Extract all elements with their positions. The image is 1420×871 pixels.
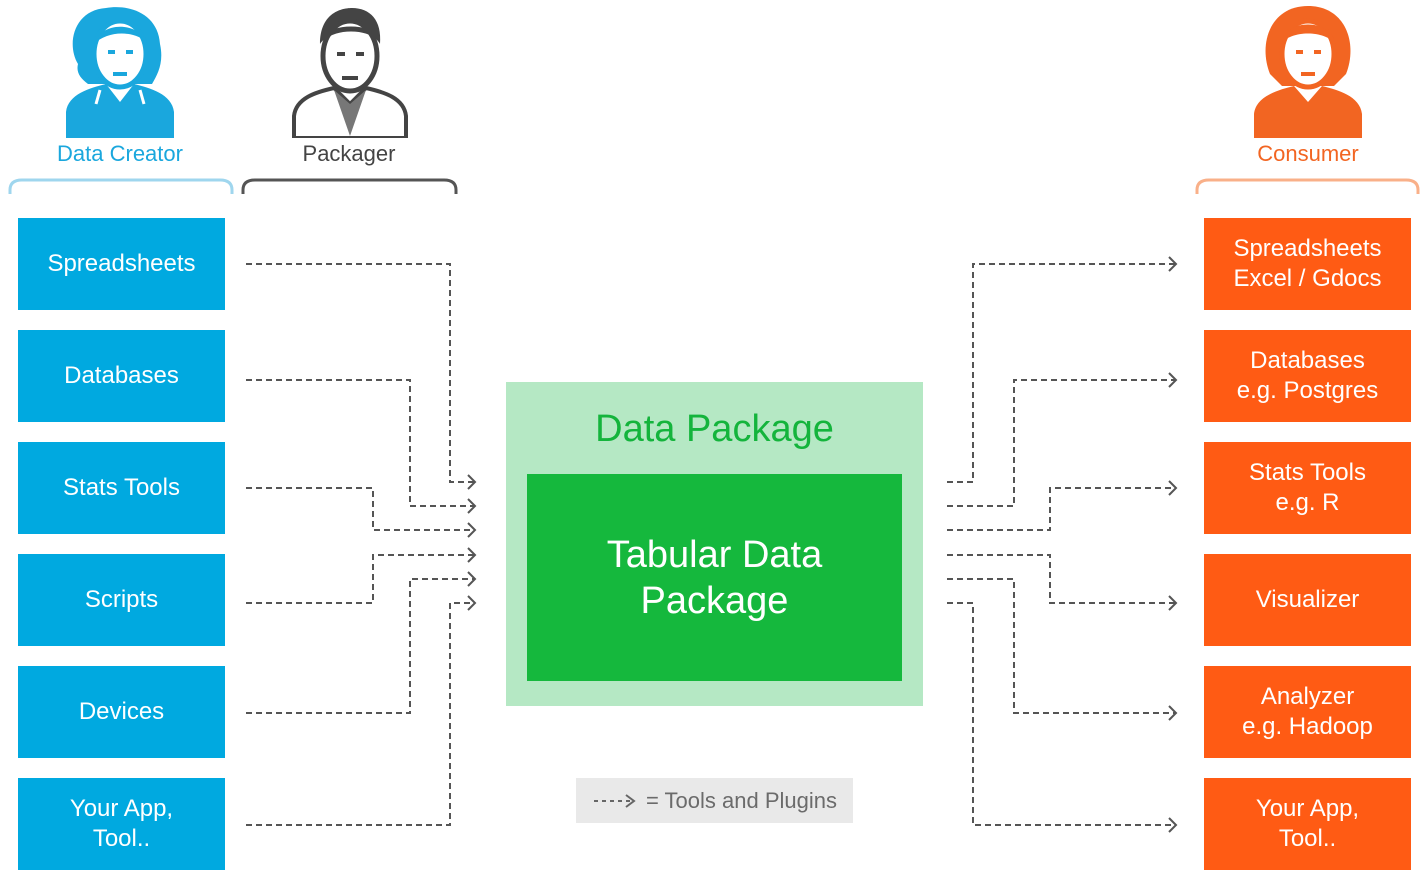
connector-consumer-5 xyxy=(947,578,1175,714)
connector-arrow-in-3 xyxy=(467,522,477,538)
data-package: Data Package Tabular Data Package xyxy=(506,382,923,706)
connector-consumer-3 xyxy=(947,487,1175,531)
data-creator-avatar-icon xyxy=(66,7,174,138)
connector-source-4 xyxy=(246,554,474,604)
connector-source-3 xyxy=(246,487,474,531)
source-box-databases: Databases xyxy=(18,330,225,422)
source-box-your-app: Your App, Tool.. xyxy=(18,778,225,870)
source-box-stats-tools: Stats Tools xyxy=(18,442,225,534)
packager-bracket xyxy=(241,178,458,194)
connector-consumer-2 xyxy=(947,379,1175,507)
role-brackets xyxy=(8,178,1420,194)
connector-source-2 xyxy=(246,379,474,507)
connector-arrow-out-5 xyxy=(1168,705,1178,721)
consumer-box-stats-tools: Stats Tools e.g. R xyxy=(1204,442,1411,534)
connector-arrow-out-1 xyxy=(1168,256,1178,272)
connector-arrow-in-5 xyxy=(467,571,477,587)
data-creator-bracket xyxy=(8,178,234,194)
connector-arrow-in-4 xyxy=(467,547,477,563)
data-creator-label: Data Creator xyxy=(57,141,183,166)
consumer-box-visualizer: Visualizer xyxy=(1204,554,1411,646)
packager-avatar-icon xyxy=(292,8,408,138)
connector-arrow-in-6 xyxy=(467,595,477,611)
connector-source-6 xyxy=(246,602,474,826)
connector-arrow-out-2 xyxy=(1168,372,1178,388)
connector-arrow-out-4 xyxy=(1168,595,1178,611)
consumer-box-spreadsheets: Spreadsheets Excel / Gdocs xyxy=(1204,218,1411,310)
consumer-box-your-app: Your App, Tool.. xyxy=(1204,778,1411,870)
data-package-title: Data Package xyxy=(595,408,834,450)
packager-label: Packager xyxy=(302,141,396,166)
consumer-avatar-icon xyxy=(1254,6,1362,138)
connector-consumer-4 xyxy=(947,554,1175,604)
connector-arrow-in-2 xyxy=(467,498,477,514)
source-box-scripts: Scripts xyxy=(18,554,225,646)
connector-source-1 xyxy=(246,263,474,483)
connector-consumer-6 xyxy=(947,602,1175,826)
tabular-data-package: Tabular Data Package xyxy=(527,474,902,681)
legend: = Tools and Plugins xyxy=(576,778,853,823)
source-box-spreadsheets: Spreadsheets xyxy=(18,218,225,310)
consumer-box-analyzer: Analyzer e.g. Hadoop xyxy=(1204,666,1411,758)
connector-source-5 xyxy=(246,578,474,714)
dashed-arrow-icon xyxy=(593,793,636,808)
legend-text: = Tools and Plugins xyxy=(645,787,837,813)
consumer-box-databases: Databases e.g. Postgres xyxy=(1204,330,1411,422)
connector-arrow-out-3 xyxy=(1168,480,1178,496)
connector-consumer-1 xyxy=(947,263,1175,483)
source-box-devices: Devices xyxy=(18,666,225,758)
connector-arrow-out-6 xyxy=(1168,817,1178,833)
consumer-bracket xyxy=(1195,178,1420,194)
consumer-label: Consumer xyxy=(1257,141,1359,166)
connector-arrow-in-1 xyxy=(467,474,477,490)
